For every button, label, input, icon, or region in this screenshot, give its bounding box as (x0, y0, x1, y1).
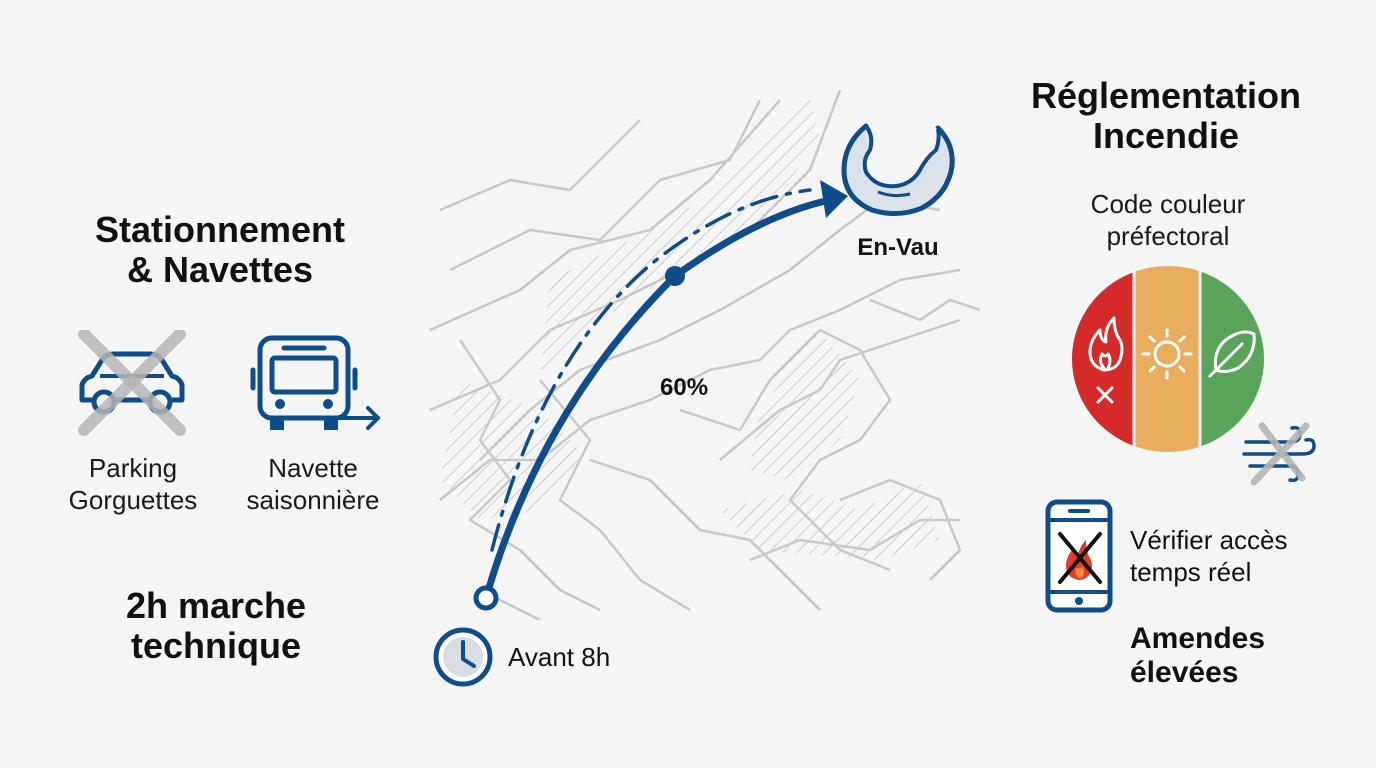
trail-alt-route (490, 188, 812, 552)
clock-icon (432, 626, 494, 688)
realtime-check-line1: Vérifier accès (1130, 525, 1288, 555)
level-orange (1134, 266, 1200, 452)
start-time-label: Avant 8h (508, 642, 611, 672)
color-code-label: Code couleur préfectoral (1058, 188, 1278, 252)
hike-title-line1: 2h marche (125, 585, 307, 626)
main-route (482, 196, 834, 602)
fire-danger-disk (1070, 264, 1266, 454)
phone-no-fire-icon (1044, 498, 1114, 616)
parking-title: Stationnement & Navettes (60, 210, 380, 290)
fines-line2: élevées (1130, 656, 1239, 689)
hike-title-line2: technique (130, 625, 301, 666)
fire-crossed-icon (1088, 316, 1124, 404)
level-red (1072, 266, 1134, 452)
color-code-line1: Code couleur (1090, 189, 1246, 219)
parking-label-line1: Parking (88, 453, 178, 483)
bus-arrow-icon (248, 330, 388, 440)
progress-label: 60% (660, 374, 709, 401)
hike-title: 2h marche technique (56, 586, 376, 666)
route-arrowhead (820, 180, 848, 218)
fire-title: Réglementation Incendie (1016, 76, 1316, 156)
sun-icon (1141, 328, 1193, 380)
start-marker (473, 585, 499, 611)
fire-title-line2: Incendie (1092, 115, 1240, 156)
shuttle-label-line1: Navette (268, 453, 358, 483)
parking-title-line2: & Navettes (126, 249, 314, 290)
fines-line1: Amendes (1130, 622, 1266, 655)
car-crossed-icon (72, 330, 192, 440)
calanque-icon (836, 114, 960, 218)
destination-label: En-Vau (857, 234, 939, 261)
leaf-icon (1208, 330, 1256, 378)
progress-marker (665, 266, 685, 286)
realtime-check-label: Vérifier accès temps réel (1130, 524, 1288, 588)
parking-label-line2: Gorguettes (68, 485, 198, 515)
shuttle-label-line2: saisonnière (246, 485, 380, 515)
wind-crossed-icon (1240, 420, 1320, 486)
fines-label: Amendes élevées (1130, 622, 1265, 690)
fire-title-line1: Réglementation (1030, 75, 1302, 116)
parking-title-line1: Stationnement (94, 209, 345, 250)
color-code-line2: préfectoral (1106, 221, 1230, 251)
parking-label: Parking Gorguettes (48, 452, 218, 516)
shuttle-label: Navette saisonnière (228, 452, 398, 516)
realtime-check-line2: temps réel (1130, 557, 1252, 587)
